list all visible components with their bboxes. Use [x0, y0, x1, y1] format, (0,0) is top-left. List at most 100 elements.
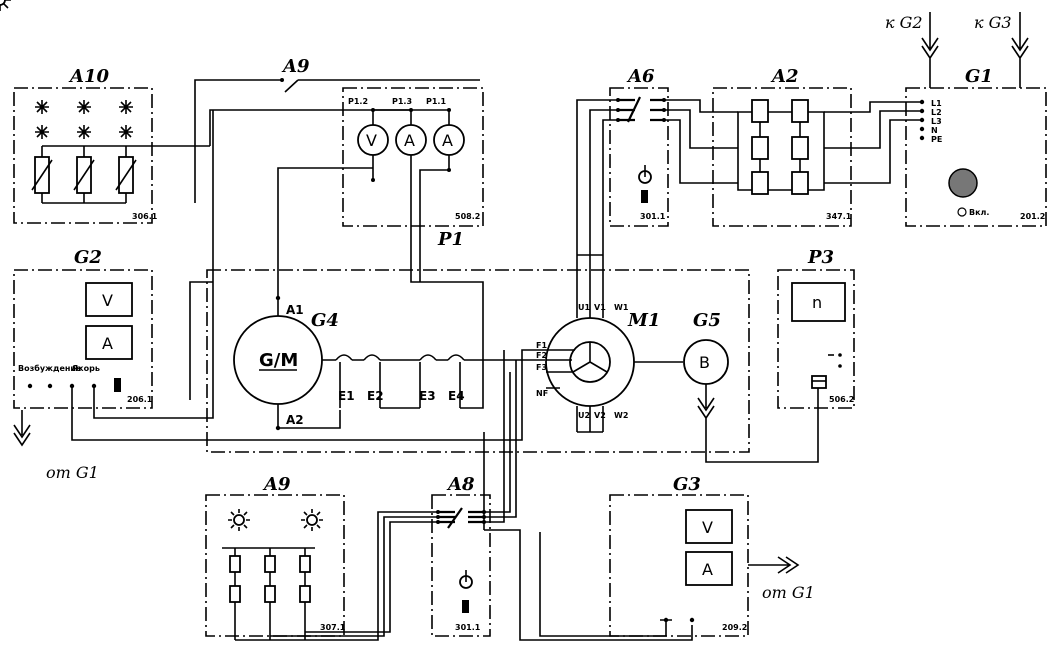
- m1-rotor-terminal: F1: [536, 341, 547, 350]
- p1-code: 508.2: [455, 212, 480, 221]
- g2-armature-label: Якорь: [72, 364, 100, 373]
- g1-terminal: L2: [931, 108, 942, 117]
- p3-display: [791, 282, 846, 322]
- frame-a6: [609, 87, 669, 227]
- transformer-coil-icon: [791, 171, 809, 195]
- g4-terminal: E4: [448, 389, 465, 403]
- a10-lamps: [0, 0, 134, 140]
- g5-symbol: B: [699, 353, 710, 372]
- g5-title: G5: [693, 310, 721, 331]
- a10-code: 306.1: [132, 212, 158, 221]
- a9-top-switch: [194, 78, 480, 203]
- g3-title: G3: [673, 474, 701, 495]
- g4-machine: G/M A1 A2 E1 E2 E3 E4: [233, 295, 545, 431]
- p1-meter-tag: P1.1: [426, 97, 446, 106]
- frame-g3: [609, 494, 749, 637]
- g3-voltmeter: [685, 509, 733, 544]
- p3-code: 506.2: [829, 395, 854, 404]
- resistor-icon: [229, 555, 241, 573]
- lamp-icon: [300, 508, 324, 532]
- g3-source: V A: [539, 509, 733, 637]
- frame-g4-m1: [206, 269, 750, 453]
- g2-source: V A Возбуждение Якорь: [18, 282, 133, 392]
- fuse-icon: [641, 190, 648, 203]
- transformer-coil-icon: [751, 136, 769, 160]
- transformer-coil-icon: [791, 99, 809, 123]
- three-phase-bus: [576, 99, 922, 300]
- a2-code: 347.1: [826, 212, 852, 221]
- m1-rotor-terminal: NF: [536, 389, 548, 398]
- g3-meter-symbol: V: [702, 518, 713, 537]
- arrow-label: к G3: [974, 13, 1012, 32]
- transformer-coil-icon: [791, 136, 809, 160]
- g4-terminal: E1: [338, 389, 355, 403]
- fuse-icon: [462, 600, 469, 613]
- g1-terminal: PE: [931, 135, 942, 144]
- power-button-indicator-icon: [957, 207, 967, 217]
- g4-terminal: E2: [367, 389, 384, 403]
- a9-code: 307.1: [320, 623, 346, 632]
- g4-terminal: E3: [419, 389, 436, 403]
- p3-meter: n: [791, 282, 846, 389]
- a8-switch: [436, 350, 693, 641]
- a8-title: A8: [446, 474, 475, 495]
- p1-meters: P1.2 P1.3 P1.1 V A A: [348, 97, 465, 230]
- arrow-label: от G1: [46, 463, 99, 482]
- a2-transformers: [737, 99, 825, 195]
- g2-meter-symbol: V: [102, 291, 113, 310]
- m1-terminal: V1: [594, 303, 606, 312]
- a6-code: 301.1: [640, 212, 666, 221]
- m1-terminal: U2: [578, 411, 590, 420]
- g4-terminal: A1: [286, 303, 304, 317]
- m1-rotor-terminal: F2: [536, 351, 547, 360]
- g2-excitation-label: Возбуждение: [18, 363, 82, 373]
- g4-machine-label: G/M: [259, 350, 298, 371]
- transformer-coil-icon: [751, 171, 769, 195]
- a2-title: A2: [770, 66, 799, 87]
- g4-terminal: A2: [286, 413, 304, 427]
- a9-title: A9: [262, 474, 291, 495]
- lamp-icon: [227, 508, 251, 532]
- g1-button-label: Вкл.: [969, 208, 989, 217]
- g1-terminal: L3: [931, 117, 942, 126]
- m1-rotor-terminal: F3: [536, 363, 547, 372]
- p3-symbol: n: [812, 293, 822, 312]
- frame-p3: [777, 269, 855, 409]
- a6-switch: [616, 96, 666, 203]
- a10-rheostats: [31, 145, 210, 204]
- p1-title: P1: [437, 229, 464, 250]
- arrow-from-g1-right: от G1: [748, 556, 815, 602]
- p1-meter-symbol: A: [442, 131, 453, 150]
- g2-voltmeter: [85, 282, 133, 317]
- arrow-label: от G1: [762, 583, 815, 602]
- g2-title: G2: [74, 247, 102, 268]
- a10-title: A10: [68, 66, 109, 87]
- arrow-label: к G2: [885, 13, 923, 32]
- frame-a8: [431, 494, 491, 637]
- g1-code: 201.2: [1020, 212, 1045, 221]
- connector-icon: [811, 375, 827, 389]
- lamp-icon: [118, 99, 134, 115]
- power-button[interactable]: [948, 168, 978, 198]
- a8-code: 301.1: [455, 623, 481, 632]
- m1-title: M1: [627, 310, 660, 331]
- g1-source: L1 L2 L3 N PE Вкл.: [919, 99, 989, 217]
- a6-title: A6: [626, 66, 655, 87]
- a9-switch-title: A9: [281, 56, 310, 77]
- resistor-icon: [299, 555, 311, 573]
- arrow-to-g3: к G3: [974, 12, 1029, 88]
- lamp-icon: [118, 124, 134, 140]
- frame-g1: [905, 87, 1047, 227]
- fuse-icon: [114, 378, 121, 392]
- frame-a10: [13, 87, 153, 224]
- frame-p1: [342, 87, 484, 227]
- g3-ammeter: [685, 551, 733, 586]
- g1-terminal: L1: [931, 99, 942, 108]
- arrow-from-g1-left: от G1: [13, 410, 99, 482]
- p1-meter-tag: P1.3: [392, 97, 412, 106]
- g3-meter-symbol: A: [702, 560, 713, 579]
- lamp-icon: [34, 124, 50, 140]
- m1-terminal: V2: [594, 411, 606, 420]
- lamp-icon: [0, 0, 11, 11]
